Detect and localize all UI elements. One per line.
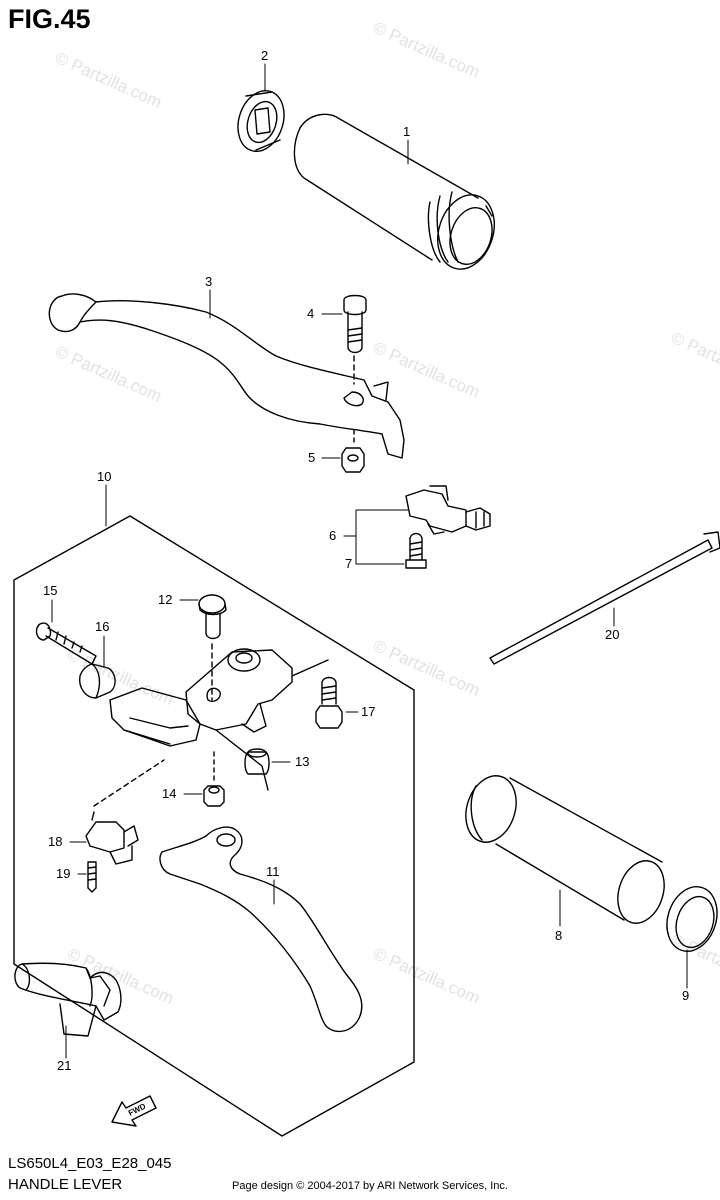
fwd-arrow-icon: FWD	[111, 1095, 157, 1127]
part-14-nut	[203, 751, 225, 807]
part-19-screw	[87, 861, 97, 893]
part-2-grip-end	[237, 90, 285, 152]
part-20-cable-tie	[489, 531, 720, 665]
part-1-throttle-grip	[293, 113, 495, 270]
part-6-stop-switch	[405, 485, 491, 535]
callout-21: 21	[57, 1058, 72, 1073]
callout-6: 6	[329, 528, 337, 543]
part-17-bolt	[315, 676, 343, 729]
footer-copyright: Page design © 2004-2017 by ARI Network S…	[232, 1180, 508, 1192]
callout-12: 12	[158, 592, 173, 607]
callout-16: 16	[95, 619, 110, 634]
part-13-collar	[244, 748, 270, 775]
part-18-clutch-switch	[85, 759, 165, 865]
part-21-boot	[14, 962, 122, 1037]
callout-15: 15	[43, 583, 58, 598]
callout-13: 13	[295, 754, 310, 769]
part-5-nut	[341, 429, 365, 473]
callout-20: 20	[605, 627, 620, 642]
callout-3: 3	[205, 274, 213, 289]
part-15-adjuster-screw	[35, 622, 97, 665]
part-8-left-grip	[465, 775, 665, 924]
part-7-screw	[405, 532, 427, 569]
callout-18: 18	[48, 834, 63, 849]
callout-5: 5	[308, 450, 316, 465]
part-10-assembly-outline	[13, 515, 415, 1137]
part-9-grip-end	[666, 886, 718, 952]
callout-9: 9	[682, 988, 690, 1003]
part-4-pivot-bolt	[343, 294, 367, 385]
part-3-brake-lever	[48, 293, 405, 459]
callout-19: 19	[56, 866, 71, 881]
leader-lines	[51, 63, 688, 1059]
callout-4: 4	[307, 306, 315, 321]
callout-17: 17	[361, 704, 376, 719]
part-12-pivot-pin	[198, 594, 227, 701]
callout-7: 7	[345, 556, 353, 571]
figure-title: FIG.45	[8, 4, 91, 34]
callout-2: 2	[261, 48, 269, 63]
callout-8: 8	[555, 928, 563, 943]
diagram-name: HANDLE LEVER	[8, 1176, 123, 1193]
diagram-code: LS650L4_E03_E28_045	[8, 1155, 172, 1172]
callout-1: 1	[403, 124, 411, 139]
part-16-adjuster-knob	[79, 663, 116, 699]
callout-14: 14	[162, 786, 177, 801]
callout-11: 11	[266, 864, 280, 879]
callout-10: 10	[97, 469, 112, 484]
lever-holder	[109, 648, 329, 791]
part-11-clutch-lever	[159, 826, 363, 1033]
